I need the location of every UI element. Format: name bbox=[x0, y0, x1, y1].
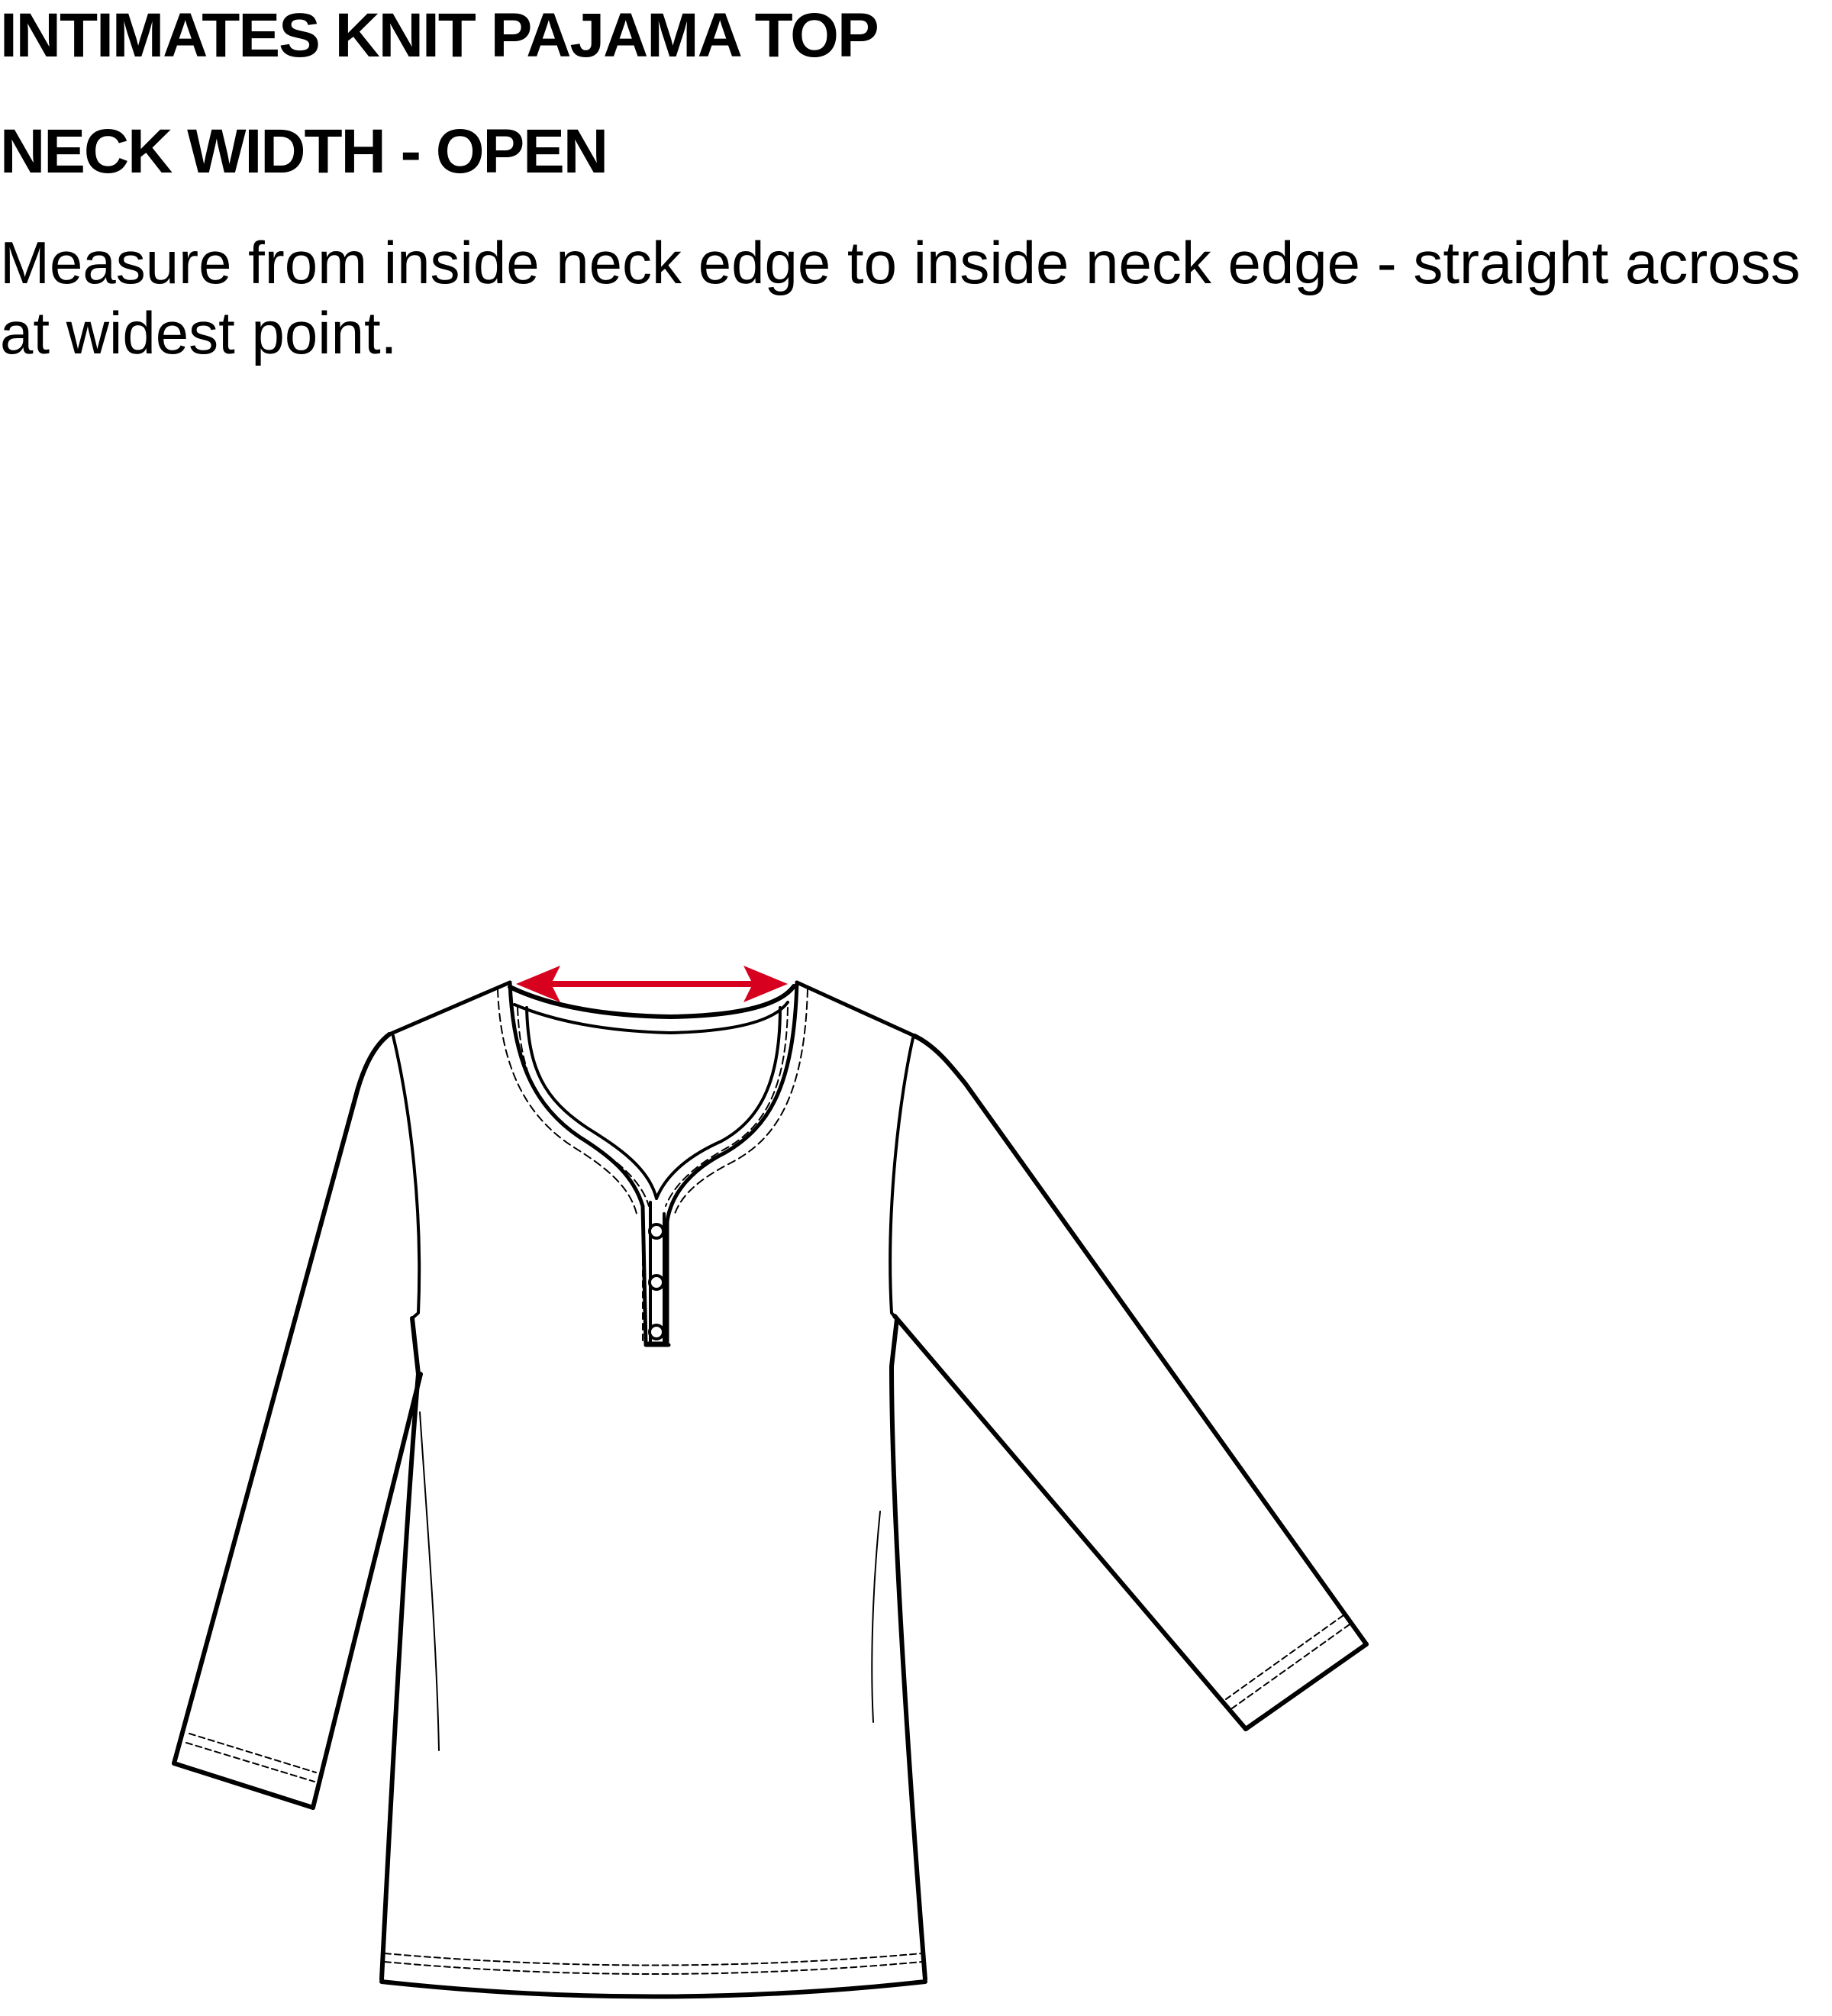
right-sleeve-inner bbox=[892, 1314, 1248, 1731]
neckline-topstitch-inner-r bbox=[665, 1007, 789, 1207]
button-2 bbox=[648, 1274, 665, 1291]
neckline-topstitch-outer-r bbox=[674, 989, 808, 1214]
body-right-side bbox=[889, 1317, 927, 1982]
measurement-name: NECK WIDTH - OPEN bbox=[0, 117, 608, 186]
right-body-fold bbox=[871, 1511, 881, 1723]
body-left-side bbox=[379, 1316, 421, 1982]
left-sleeve-inner bbox=[311, 1372, 423, 1810]
left-sleeve-cuff bbox=[172, 1761, 315, 1810]
right-sleeve-cuff-stitch-1 bbox=[1231, 1624, 1350, 1709]
button-1 bbox=[648, 1223, 665, 1240]
right-sleeve-cuff bbox=[1243, 1642, 1369, 1731]
hem-stitch-2 bbox=[384, 1953, 923, 1966]
neck-opening-back bbox=[508, 984, 796, 1019]
page-title: INTIMATES KNIT PAJAMA TOP bbox=[0, 1, 879, 70]
neck-opening-back-inner bbox=[513, 1001, 789, 1034]
left-sleeve-cuff-stitch-1 bbox=[185, 1742, 315, 1782]
hem-stitch-1 bbox=[384, 1961, 923, 1975]
left-sleeve-outer bbox=[172, 1032, 392, 1766]
button-3 bbox=[648, 1324, 665, 1340]
measurement-instruction: Measure from inside neck edge to inside … bbox=[0, 229, 1801, 367]
right-shoulder-seam bbox=[795, 980, 917, 1038]
right-armhole-seam bbox=[889, 1037, 914, 1321]
hem bbox=[379, 1979, 927, 1999]
measurement-arrow-icon bbox=[516, 966, 788, 1002]
left-armhole-seam bbox=[392, 1034, 421, 1320]
front-neckline-inner bbox=[525, 1006, 782, 1200]
neckline-topstitch-inner bbox=[517, 1007, 650, 1207]
left-shoulder-seam bbox=[387, 980, 512, 1037]
neckline-topstitch-outer bbox=[497, 989, 637, 1214]
left-body-fold bbox=[419, 1411, 440, 1751]
left-sleeve-cuff-stitch-2 bbox=[189, 1733, 317, 1773]
right-sleeve-outer bbox=[912, 1034, 1369, 1647]
neckband-outer bbox=[504, 982, 641, 1174]
right-sleeve-cuff-stitch-2 bbox=[1225, 1614, 1344, 1700]
